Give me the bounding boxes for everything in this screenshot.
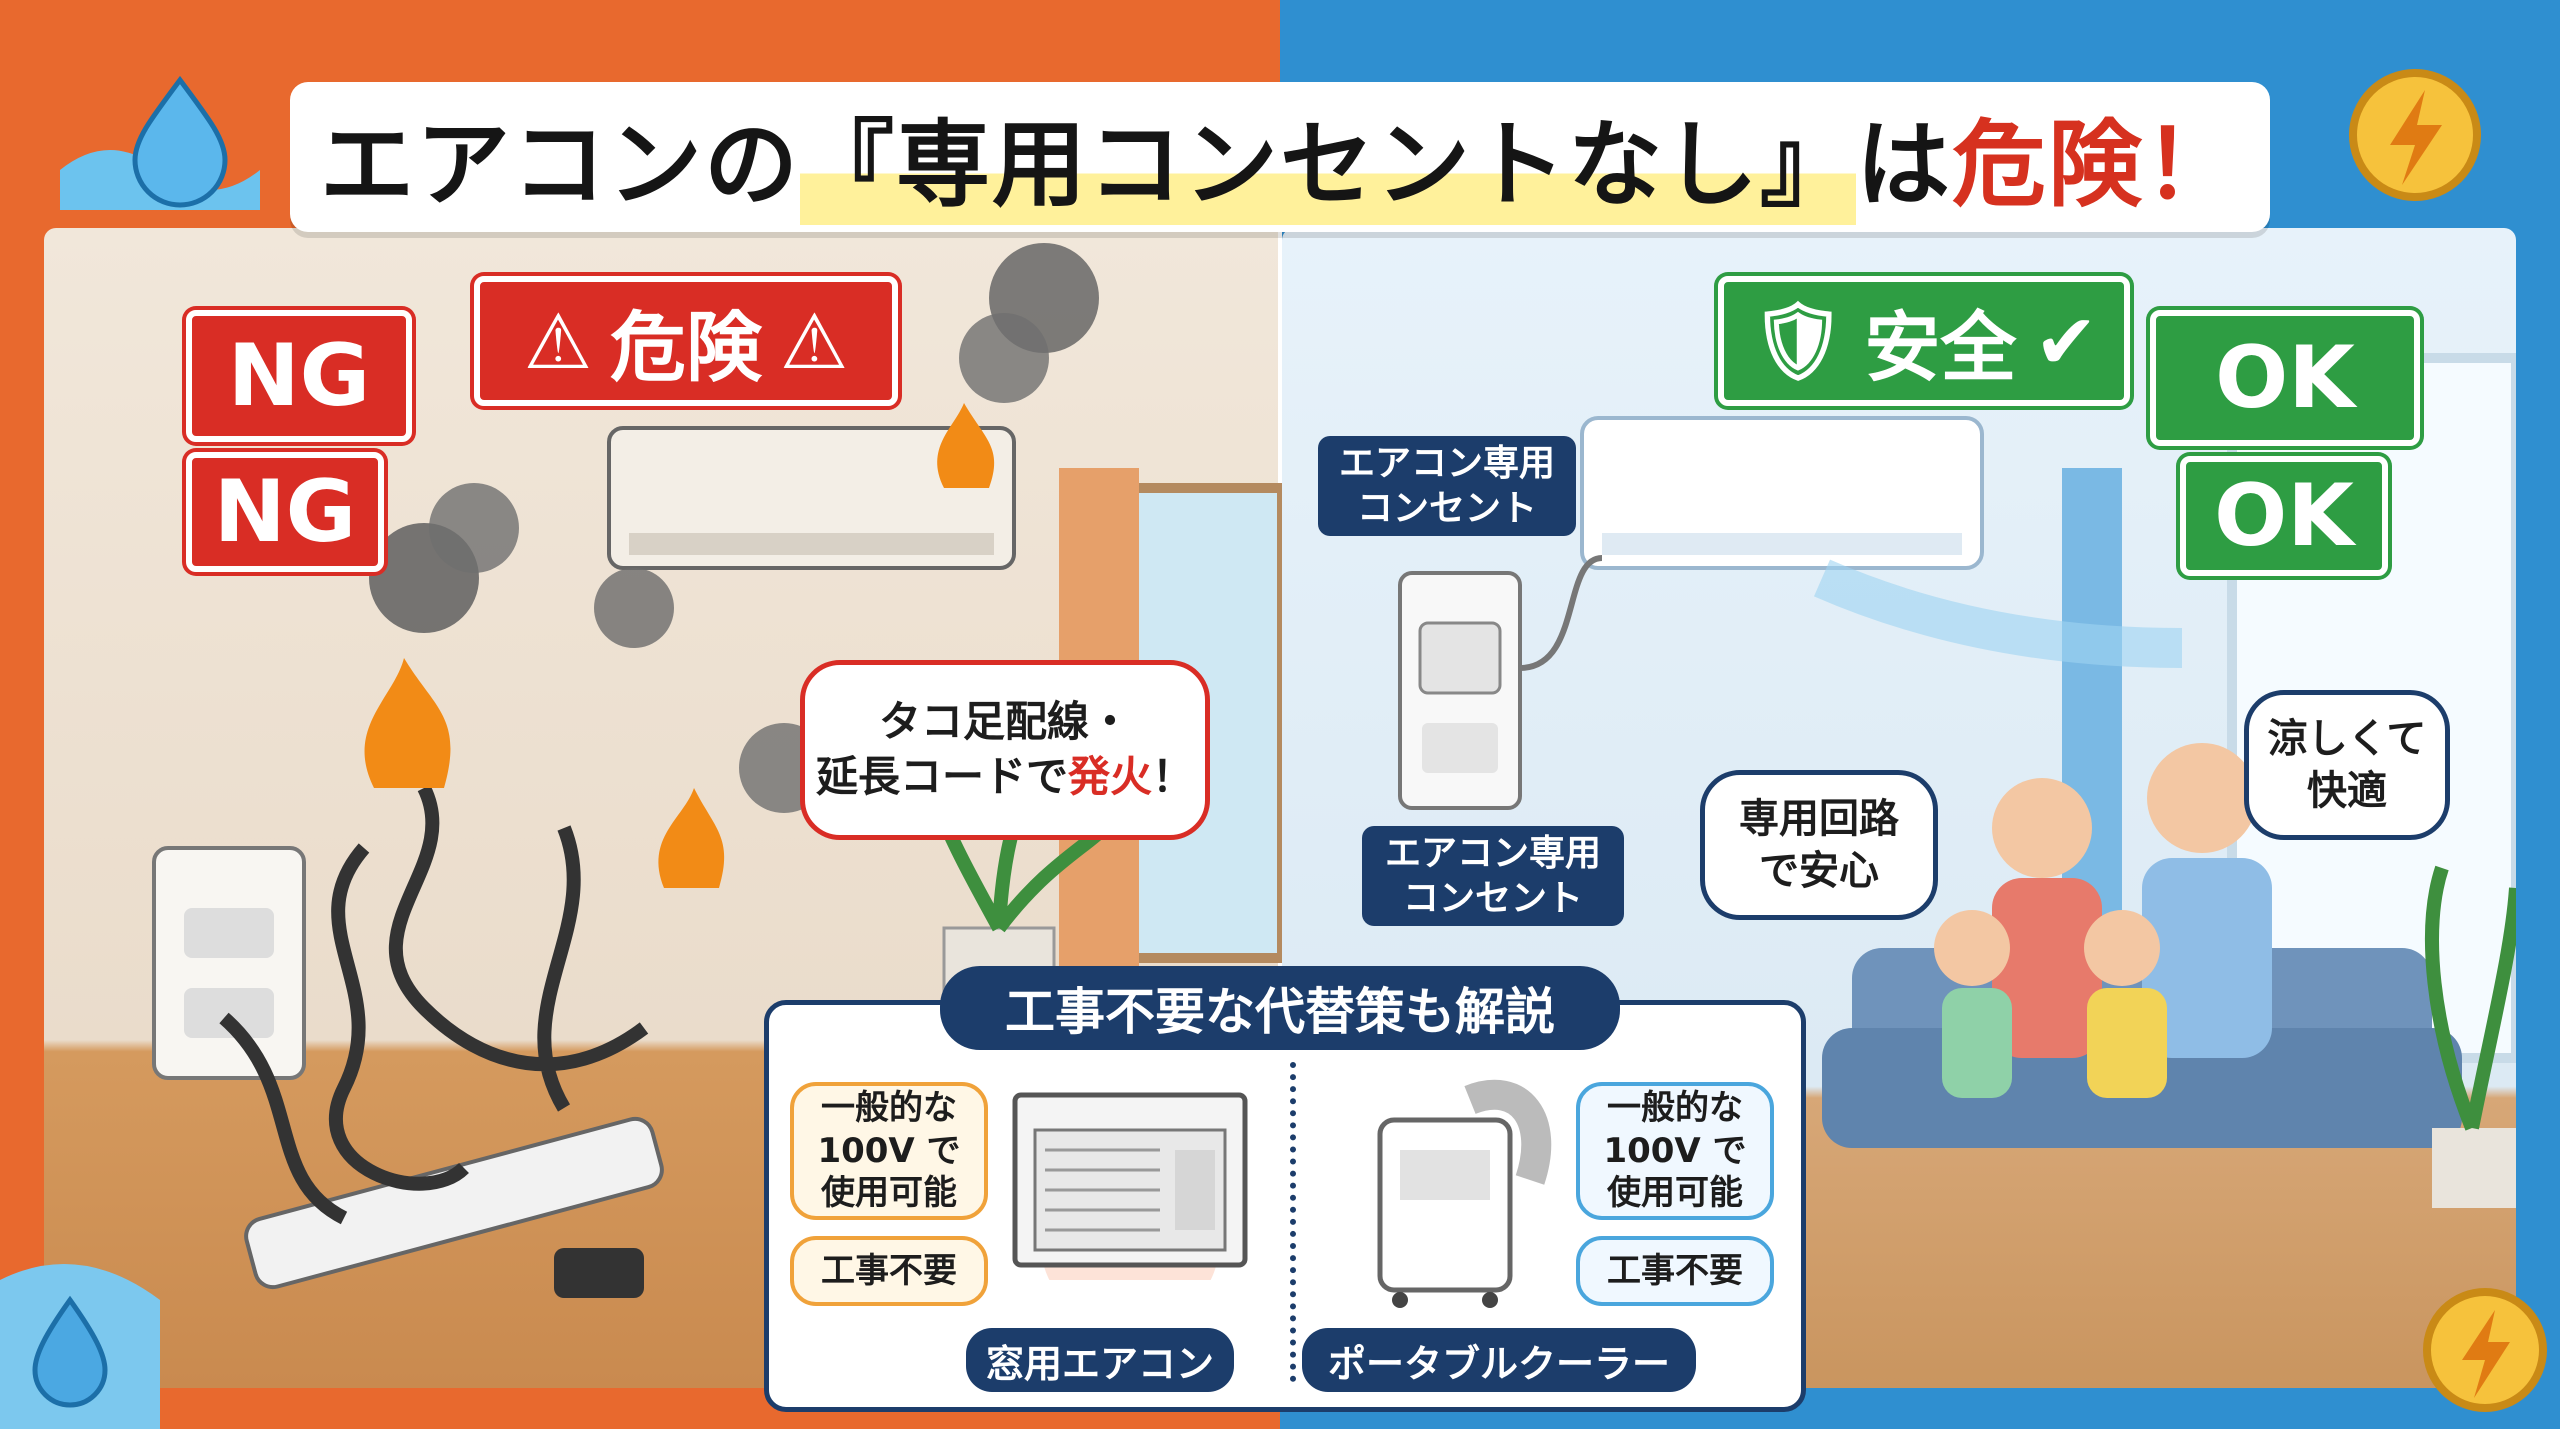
portable-cooler-image (1377, 1079, 1552, 1308)
warning-icon: ⚠ (523, 296, 592, 386)
title-text-exclamation: ！ (2144, 111, 2241, 220)
shield-icon: 🛡 (1749, 296, 1847, 385)
portable-cooler-voltage-pill: 一般的な 100V で 使用可能 (1576, 1082, 1774, 1220)
bubble-line-2: 延長コードで発火！ (815, 752, 1195, 801)
fire-text: 発火 (1067, 752, 1152, 801)
shield-check-icon: ✔ (2034, 296, 2099, 386)
window-ac-image (1012, 1092, 1248, 1280)
fire-warning-bubble: タコ足配線・ 延長コードで発火！ (800, 660, 1210, 840)
danger-sign-label: 危険 (610, 303, 762, 392)
dedicated-outlet-label-bottom: エアコン専用 コンセント (1362, 826, 1624, 926)
safe-sign-label: 安全 (1864, 303, 2017, 392)
window-ac-no-construction-pill: 工事不要 (790, 1236, 988, 1306)
window-ac-caption: 窓用エアコン (966, 1328, 1234, 1392)
portable-cooler-no-construction-pill: 工事不要 (1576, 1236, 1774, 1306)
title-text-highlight: 『専用コンセントなし』 (799, 89, 1856, 225)
lightning-coin-icon (2349, 69, 2481, 201)
lightning-coin-icon-bottom (2423, 1288, 2547, 1412)
comfort-bubble: 涼しくて 快適 (2244, 690, 2450, 840)
portable-cooler-caption: ポータブルクーラー (1302, 1328, 1696, 1392)
water-drop-icon (60, 75, 260, 210)
page-title: エアコンの『専用コンセントなし』は危険！ (290, 82, 2270, 232)
dedicated-circuit-bubble: 専用回路 で安心 (1700, 770, 1938, 920)
title-text-middle: は (1855, 111, 1952, 220)
bubble-line-1: タコ足配線・ (878, 697, 1131, 747)
safe-sign: 🛡 安全 ✔ (1718, 276, 2130, 406)
dedicated-outlet-label-top: エアコン専用 コンセント (1318, 436, 1576, 536)
alternatives-title: 工事不要な代替策も解説 (940, 966, 1620, 1050)
water-drop-icon-bottom (0, 1264, 160, 1429)
ok-sign-2: OK (2180, 456, 2388, 576)
ng-sign-2: NG (186, 452, 384, 572)
ng-sign-1: NG (186, 310, 412, 442)
window-ac-voltage-pill: 一般的な 100V で 使用可能 (790, 1082, 988, 1220)
warning-icon-2: ⚠ (780, 296, 849, 386)
title-text-prefix: エアコンの (319, 111, 800, 220)
title-text-danger: 危険 (1952, 111, 2145, 220)
danger-sign: ⚠ 危険 ⚠ (474, 276, 898, 406)
ok-sign-1: OK (2150, 310, 2420, 446)
alternatives-divider (1290, 1062, 1296, 1382)
